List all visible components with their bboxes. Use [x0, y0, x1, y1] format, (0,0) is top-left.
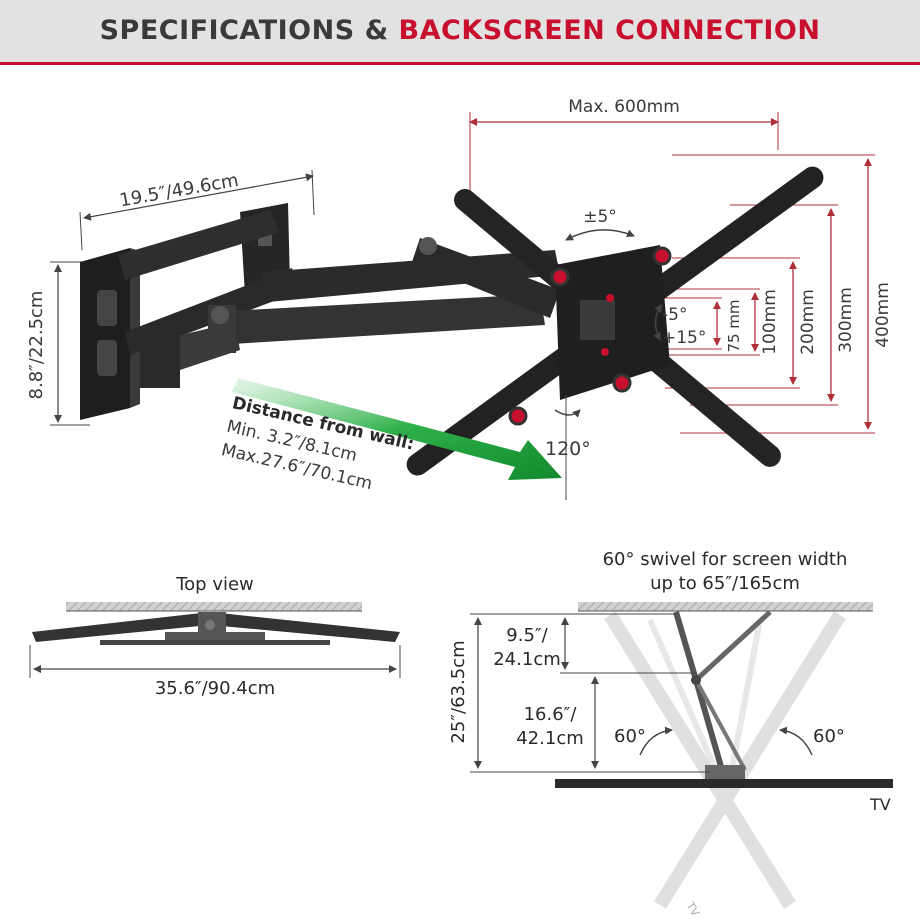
rotation-indicator: ±5° — [565, 207, 635, 241]
tilt-down-label: -5° — [662, 305, 687, 325]
plate-height-label: 8.8″/22.5cm — [26, 291, 47, 400]
swivel-arm — [673, 610, 772, 779]
ghost-tv-label: TV — [683, 899, 702, 919]
rotation-label: ±5° — [583, 207, 617, 227]
tv-panel — [555, 779, 893, 788]
swivel-view: 60° swivel for screen width up to 65″/16… — [448, 549, 893, 919]
articulating-arms — [118, 210, 560, 388]
segment1-line1: 9.5″/ — [506, 625, 548, 646]
swivel-total-label: 25″/63.5cm — [448, 640, 469, 743]
top-view: Top view 35.6″/90.4cm — [29, 574, 401, 699]
top-view-width-label: 35.6″/90.4cm — [155, 678, 275, 699]
angle-right-label: 60° — [813, 726, 845, 747]
angle-left-label: 60° — [614, 726, 646, 747]
vesa-300-label: 300mm — [836, 287, 856, 353]
tv-label: TV — [869, 795, 891, 814]
swivel-wall — [578, 602, 873, 611]
swivel-title-line2: up to 65″/165cm — [650, 573, 800, 594]
title-part-specifications: SPECIFICATIONS & — [99, 15, 399, 46]
main-view: Max. 600mm 400mm 300mm 200mm 100mm 75 mm — [26, 97, 893, 500]
vesa-200-label: 200mm — [798, 289, 818, 355]
swivel-indicator: 120° — [545, 395, 591, 500]
angle-right-arc — [779, 726, 813, 756]
header-bar — [0, 0, 920, 65]
segment2-line1: 16.6″/ — [524, 704, 578, 725]
segment1-line2: 24.1cm — [493, 649, 561, 670]
tilt-indicator: -5° +15° — [653, 304, 706, 348]
segment2-line2: 42.1cm — [516, 728, 584, 749]
swivel-dimensions — [470, 613, 710, 773]
angle-left-arc — [639, 726, 673, 756]
vesa-100-label: 100mm — [760, 289, 780, 355]
swivel-label: 120° — [545, 438, 591, 460]
vesa-x-bracket — [406, 166, 824, 476]
plate-height-dimension: 8.8″/22.5cm — [26, 261, 90, 426]
top-view-title: Top view — [175, 574, 254, 595]
ghost-tv-positions — [604, 611, 846, 909]
vesa-75-label: 75 mm — [725, 299, 743, 352]
max-width-label: Max. 600mm — [568, 97, 680, 117]
title-part-backscreen: BACKSCREEN CONNECTION — [398, 15, 821, 46]
max-width-dimension: Max. 600mm — [469, 97, 779, 200]
top-view-mount — [32, 612, 400, 645]
tilt-up-label: +15° — [662, 328, 706, 348]
page-title: SPECIFICATIONS & BACKSCREEN CONNECTION — [0, 0, 920, 62]
distance-arrow — [232, 378, 562, 480]
swivel-title-line1: 60° swivel for screen width — [603, 549, 848, 570]
top-view-wall — [66, 602, 362, 611]
arm-length-label: 19.5″/49.6cm — [118, 170, 240, 212]
vesa-400-label: 400mm — [873, 282, 893, 348]
